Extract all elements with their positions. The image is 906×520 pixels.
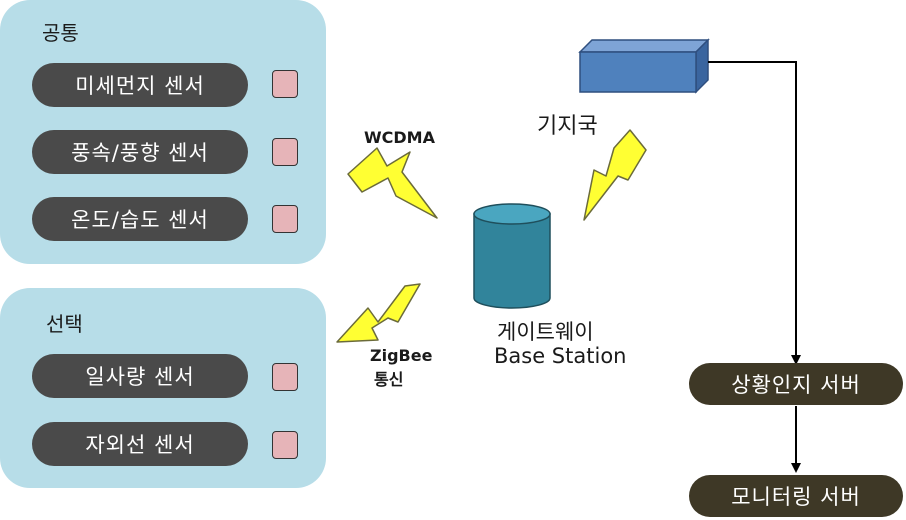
optional-sensor-group: 선택 일사량 센서 자외선 센서 — [0, 288, 326, 488]
temp-humidity-sensor: 온도/습도 센서 — [32, 197, 248, 241]
optional-group-title: 선택 — [46, 312, 83, 336]
base-station-box-icon — [578, 38, 710, 94]
gateway-label: 게이트웨이 — [497, 320, 594, 344]
fine-dust-sensor: 미세먼지 센서 — [32, 63, 248, 107]
uv-sensor: 자외선 센서 — [32, 422, 248, 466]
zigbee-lightning-icon — [336, 283, 421, 343]
zigbee-label: ZigBee — [370, 346, 433, 365]
context-aware-server: 상황인지 서버 — [689, 363, 903, 405]
monitoring-server: 모니터링 서버 — [689, 475, 903, 517]
gateway-base-station-label: Base Station — [494, 344, 627, 368]
gateway-cylinder-icon — [473, 203, 551, 309]
solar-radiation-sensor-indicator — [272, 363, 298, 391]
base-station-to-context-server-arrow — [708, 61, 801, 365]
wcdma-lightning-icon — [347, 147, 438, 219]
solar-radiation-sensor: 일사량 센서 — [32, 354, 248, 398]
fine-dust-sensor-indicator — [272, 70, 298, 98]
common-group-title: 공통 — [42, 21, 79, 45]
temp-humidity-sensor-indicator — [272, 205, 298, 233]
base-station-lightning-icon — [583, 129, 647, 221]
uv-sensor-indicator — [272, 431, 298, 459]
wcdma-label: WCDMA — [364, 128, 435, 147]
wind-sensor-indicator — [272, 138, 298, 166]
zigbee-comm-label: 통신 — [374, 370, 404, 389]
wind-sensor: 풍속/풍향 센서 — [32, 130, 248, 174]
base-station-label: 기지국 — [537, 114, 598, 139]
common-sensor-group: 공통 미세먼지 센서 풍속/풍향 센서 온도/습도 센서 — [0, 0, 326, 264]
